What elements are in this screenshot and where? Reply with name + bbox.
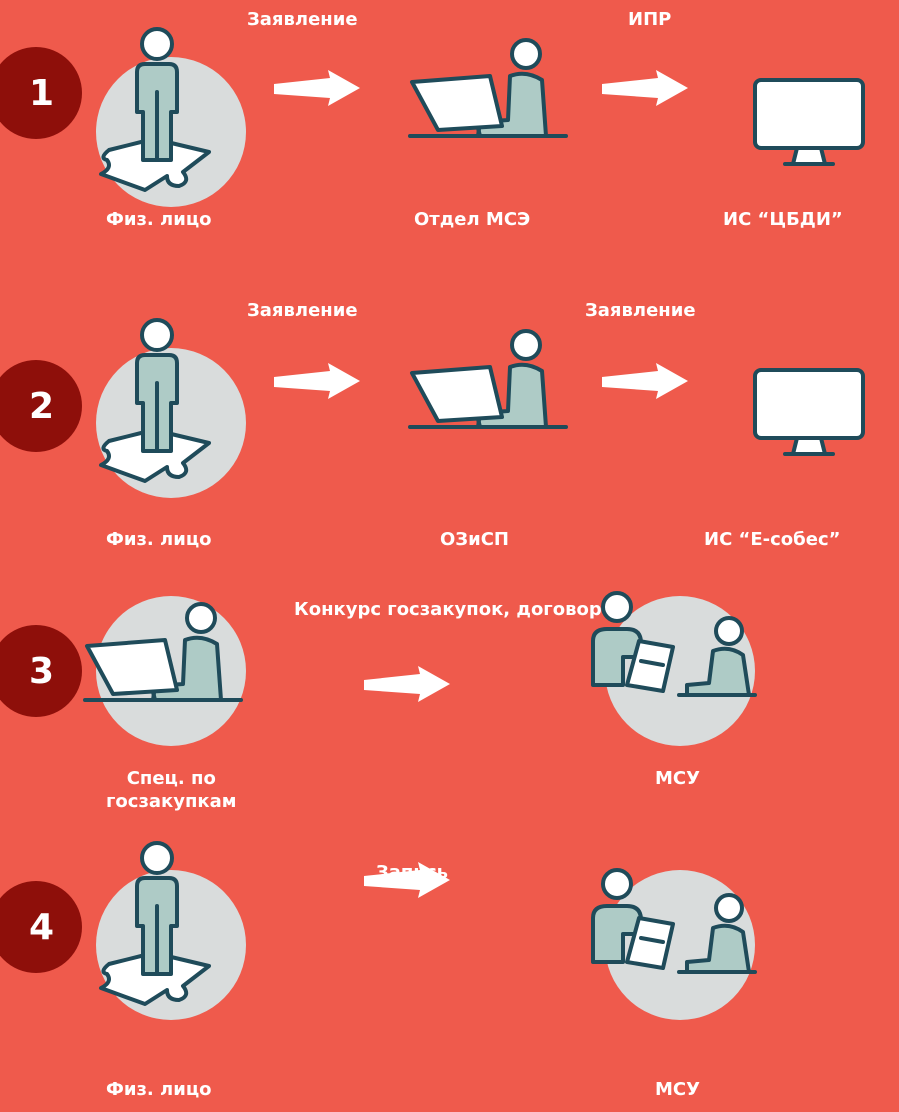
monitor-icon [753,368,865,456]
consultation-icon [591,591,757,697]
arrow-right-icon [602,363,688,399]
person-on-puzzle-icon [99,318,211,483]
arrow-label: Заявление [585,300,696,321]
node-label: МСУ [655,1079,700,1100]
arrow-right-icon [602,70,688,106]
arrow-right-icon [274,363,360,399]
arrow-label: Конкурс госзакупок, договор [294,599,602,620]
person-on-puzzle-icon [99,27,211,192]
arrow-label: Заявление [247,9,358,30]
laptop-user-icon [408,38,568,138]
node-label: Спец. по госзакупкам [106,768,237,812]
step-2-badge: 2 [0,360,82,452]
arrow-label: Запись [376,862,449,883]
node-label: ИС “Е-собес” [704,529,841,550]
node-label: ИС “ЦБДИ” [723,209,843,230]
arrow-right-icon [274,70,360,106]
arrow-label: ИПР [628,9,672,30]
node-label: Физ. лицо [106,1079,212,1100]
arrow-right-icon [364,666,450,702]
step-4-badge: 4 [0,881,82,973]
node-label: Отдел МСЭ [414,209,531,230]
laptop-user-icon [83,602,243,702]
step-3-badge: 3 [0,625,82,717]
laptop-user-icon [408,329,568,429]
consultation-icon [591,868,757,974]
node-label: Физ. лицо [106,529,212,550]
person-on-puzzle-icon [99,841,211,1006]
monitor-icon [753,78,865,166]
step-1-badge: 1 [0,47,82,139]
arrow-label: Заявление [247,300,358,321]
node-label: ОЗиСП [440,529,509,550]
node-label: Физ. лицо [106,209,212,230]
node-label: МСУ [655,768,700,789]
